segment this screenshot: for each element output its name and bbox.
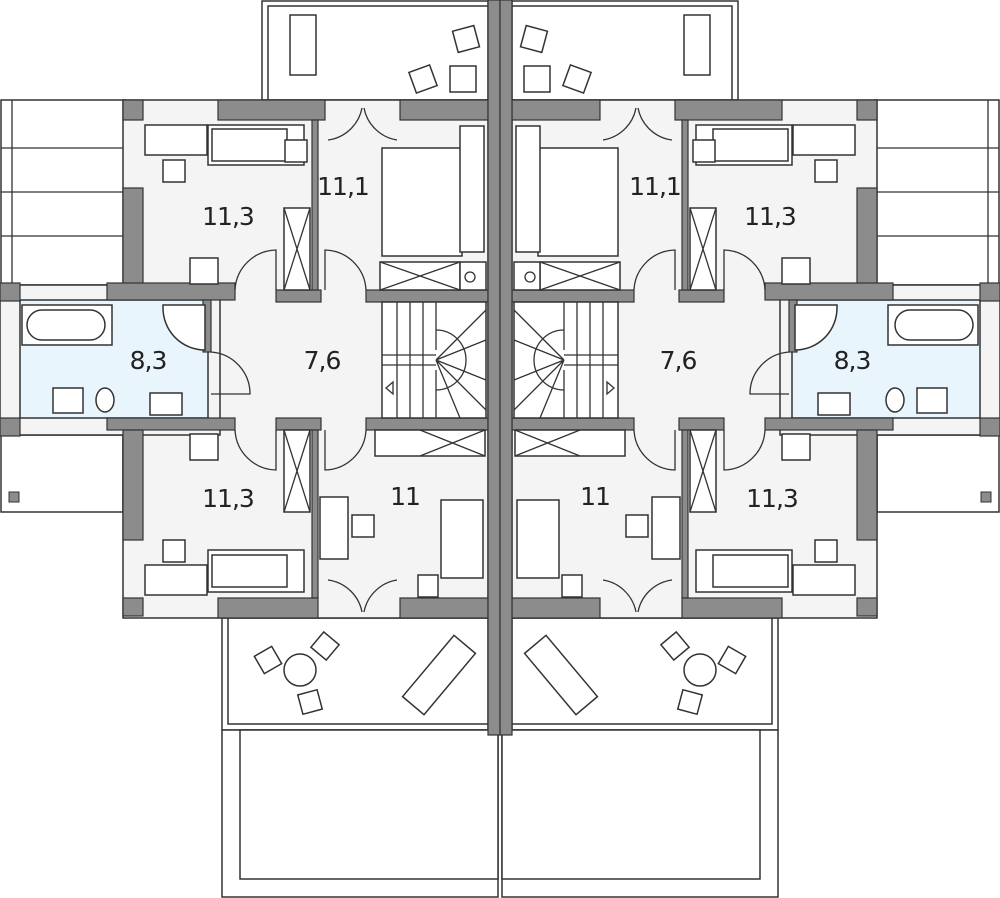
room-area-bathroom: 8,3 bbox=[130, 346, 167, 375]
room-area-hall: 7,6 bbox=[660, 346, 697, 375]
left-unit bbox=[0, 0, 501, 898]
right-unit bbox=[499, 0, 1000, 898]
room-area-bedroom-top: 11,3 bbox=[202, 202, 254, 231]
room-area-hall: 7,6 bbox=[304, 346, 341, 375]
room-area-bedroom-bottom: 11,3 bbox=[746, 484, 798, 513]
room-area-bedroom-study: 11 bbox=[390, 482, 420, 511]
room-area-bedroom-study: 11 bbox=[580, 482, 610, 511]
room-area-bedroom-bottom: 11,3 bbox=[202, 484, 254, 513]
room-area-bathroom: 8,3 bbox=[834, 346, 871, 375]
room-area-bedroom-top: 11,3 bbox=[744, 202, 796, 231]
room-area-bedroom-master: 11,1 bbox=[629, 172, 681, 201]
room-area-bedroom-master: 11,1 bbox=[317, 172, 369, 201]
